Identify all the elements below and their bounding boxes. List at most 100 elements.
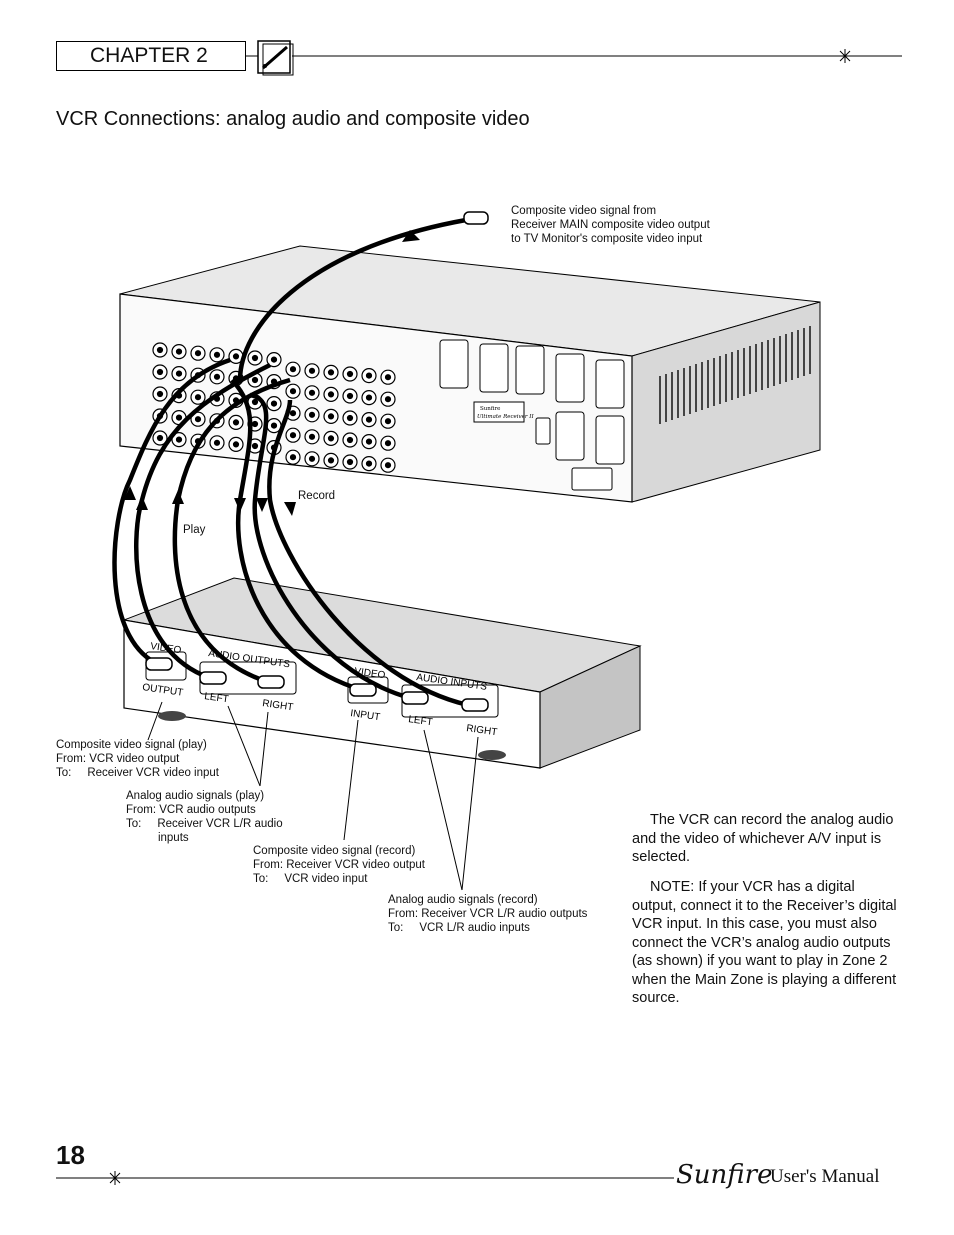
receiver-jack-center (251, 442, 259, 450)
receiver-jack-center (251, 354, 259, 362)
receiver-jack-center (327, 457, 335, 464)
callout-composite-record: Composite video signal (record) From: Re… (253, 844, 425, 886)
receiver-jack-center (232, 441, 240, 448)
callout-composite-play: Composite video signal (play) From: VCR … (56, 738, 219, 780)
receiver-jack-center (251, 398, 259, 406)
receiver-jack-center (327, 391, 335, 398)
callout-composite-play-line: To: Receiver VCR video input (56, 767, 219, 779)
receiver-jack-center (251, 420, 259, 428)
callout-lines (147, 701, 479, 891)
receiver-jack-center (308, 367, 316, 374)
vcr-left-in-label: LEFT (408, 714, 434, 728)
plugs (145, 211, 489, 712)
receiver-brand: Sunfire (480, 406, 500, 412)
receiver-jack-center (156, 368, 164, 376)
body-paragraph-1: The VCR can record the analog audio and … (632, 812, 894, 865)
receiver-jack-center (270, 400, 278, 407)
receiver-jack-center (194, 350, 202, 357)
callout-audio-record-line: From: Receiver VCR L/R audio outputs (388, 908, 588, 920)
receiver-jack-center (270, 356, 278, 363)
receiver-jack-center (384, 396, 392, 403)
receiver-jack-center (232, 419, 240, 426)
connector-icon (257, 40, 294, 76)
receiver-jack-center (194, 394, 202, 401)
vcr-right-out-label: RIGHT (262, 698, 294, 713)
receiver-jack-center (289, 388, 297, 395)
callout-audio-play-line: To: Receiver VCR L/R audio (126, 818, 283, 830)
receiver-jack-center (213, 351, 221, 358)
vcr-unit (122, 577, 642, 769)
receiver-jack-center (308, 389, 316, 396)
body-paragraph-2: NOTE: If your VCR has a digital output, … (632, 879, 897, 1006)
top-callout-line-2: Receiver MAIN composite video output (511, 219, 710, 231)
receiver-unit: Sunfire Ultimate Receiver II (119, 245, 821, 503)
receiver-jack-center (365, 460, 373, 467)
receiver-jack-center (270, 422, 278, 429)
callout-audio-record-line: Analog audio signals (record) (388, 894, 538, 906)
receiver-jack-center (156, 346, 164, 354)
play-label: Play (183, 524, 206, 536)
receiver-jack-center (175, 436, 183, 443)
chapter-label: CHAPTER 2 (56, 41, 246, 71)
page-number: 18 (56, 1140, 85, 1170)
receiver-jack-center (384, 440, 392, 447)
record-label: Record (298, 490, 336, 502)
callout-composite-record-line: To: VCR video input (253, 873, 368, 885)
vcr-right-in-label: RIGHT (466, 723, 498, 738)
receiver-jack-center (365, 416, 373, 423)
receiver-jack-center (175, 370, 183, 377)
callout-audio-play-line: Analog audio signals (play) (126, 790, 265, 802)
footer-star-icon (108, 1171, 122, 1185)
callout-composite-play-line: From: VCR video output (56, 753, 180, 765)
receiver-jack-center (175, 348, 183, 355)
callout-audio-play: Analog audio signals (play) From: VCR au… (126, 789, 283, 845)
star-icon (838, 49, 852, 63)
receiver-jack-center (289, 454, 297, 461)
receiver-jack-center (289, 410, 297, 417)
receiver-jack-center (213, 373, 221, 380)
receiver-jack-center (156, 434, 164, 442)
receiver-jack-center (365, 438, 373, 445)
receiver-jack-center (251, 376, 259, 384)
callout-audio-record-line: To: VCR L/R audio inputs (388, 922, 530, 934)
receiver-jack-center (289, 366, 297, 373)
callout-composite-record-line: Composite video signal (record) (253, 845, 416, 857)
vcr-input-label: INPUT (350, 708, 381, 723)
receiver-jack-center (346, 458, 354, 466)
receiver-jack-center (327, 413, 335, 420)
receiver-jack-center (365, 372, 373, 379)
vcr-left-out-label: LEFT (204, 691, 230, 705)
top-callout-line-1: Composite video signal from (511, 205, 657, 217)
receiver-jack-center (194, 416, 202, 423)
callout-composite-play-line: Composite video signal (play) (56, 739, 207, 751)
receiver-jack-center (156, 390, 164, 398)
top-callout: Composite video signal from Receiver MAI… (511, 204, 710, 246)
manual-label: User's Manual (770, 1166, 880, 1187)
cable-arrows (124, 230, 420, 516)
receiver-jack-center (365, 394, 373, 401)
receiver-jack-center (308, 411, 316, 418)
top-callout-line-3: to TV Monitor's composite video input (511, 233, 703, 245)
receiver-jack-center (327, 435, 335, 442)
page-title: VCR Connections: analog audio and compos… (56, 108, 530, 130)
receiver-jack-center (327, 369, 335, 376)
receiver-jack-center (175, 414, 183, 421)
receiver-model: Ultimate Receiver II (477, 414, 534, 420)
receiver-jack-center (346, 414, 354, 422)
brand-logo: Sunfire (676, 1160, 773, 1190)
callout-composite-record-line: From: Receiver VCR video output (253, 859, 425, 871)
receiver-jack-center (232, 353, 240, 360)
receiver-jack-center (384, 462, 392, 469)
callout-audio-record: Analog audio signals (record) From: Rece… (388, 893, 587, 935)
receiver-jack-center (346, 436, 354, 444)
receiver-jack-center (308, 433, 316, 440)
receiver-jack-center (213, 439, 221, 446)
receiver-jack-center (346, 370, 354, 378)
receiver-jack-center (384, 418, 392, 425)
receiver-jack-center (384, 374, 392, 381)
receiver-jack-center (308, 455, 316, 462)
receiver-jack-center (289, 432, 297, 439)
vcr-video-label: VIDEO (150, 641, 183, 656)
vcr-video-in-label: VIDEO (354, 666, 387, 681)
